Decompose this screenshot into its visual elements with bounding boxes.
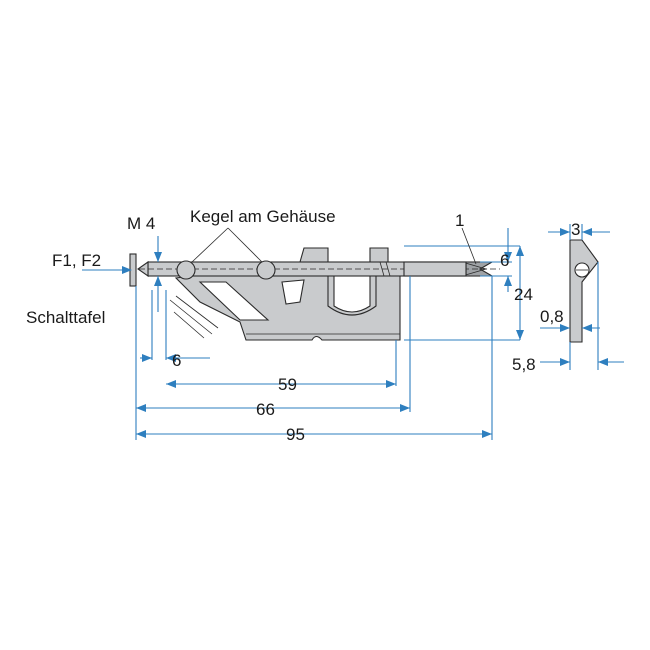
dim-3-label: 3 — [571, 220, 580, 239]
dim-6-bottom-label: 6 — [172, 351, 181, 370]
dim-66-label: 66 — [256, 400, 275, 419]
cone-ball-left — [176, 260, 196, 280]
plunger-front — [403, 261, 467, 277]
tip-dimension-label: 1 — [455, 211, 464, 230]
u-channel — [327, 262, 377, 316]
position-hatches — [169, 295, 219, 339]
dim-95-label: 95 — [286, 425, 305, 444]
panel-label: Schalttafel — [26, 308, 105, 327]
inner-slot — [198, 281, 270, 321]
plunger — [130, 260, 500, 280]
dimension-lines — [82, 224, 624, 440]
dim-0-8-label: 0,8 — [540, 307, 564, 326]
cone-ball-right — [256, 260, 276, 280]
cone-label: Kegel am Gehäuse — [190, 207, 336, 226]
height-6-label: 6 — [500, 251, 509, 270]
switch-positions-label: F1, F2 — [52, 251, 101, 270]
break-marks — [379, 261, 391, 277]
dim-59-label: 59 — [278, 375, 297, 394]
side-plate — [569, 239, 599, 343]
thread-label: M 4 — [127, 214, 155, 233]
dim-24-label: 24 — [514, 285, 533, 304]
dim-5-8-label: 5,8 — [512, 355, 536, 374]
small-notch — [281, 279, 305, 305]
side-view — [569, 239, 599, 343]
